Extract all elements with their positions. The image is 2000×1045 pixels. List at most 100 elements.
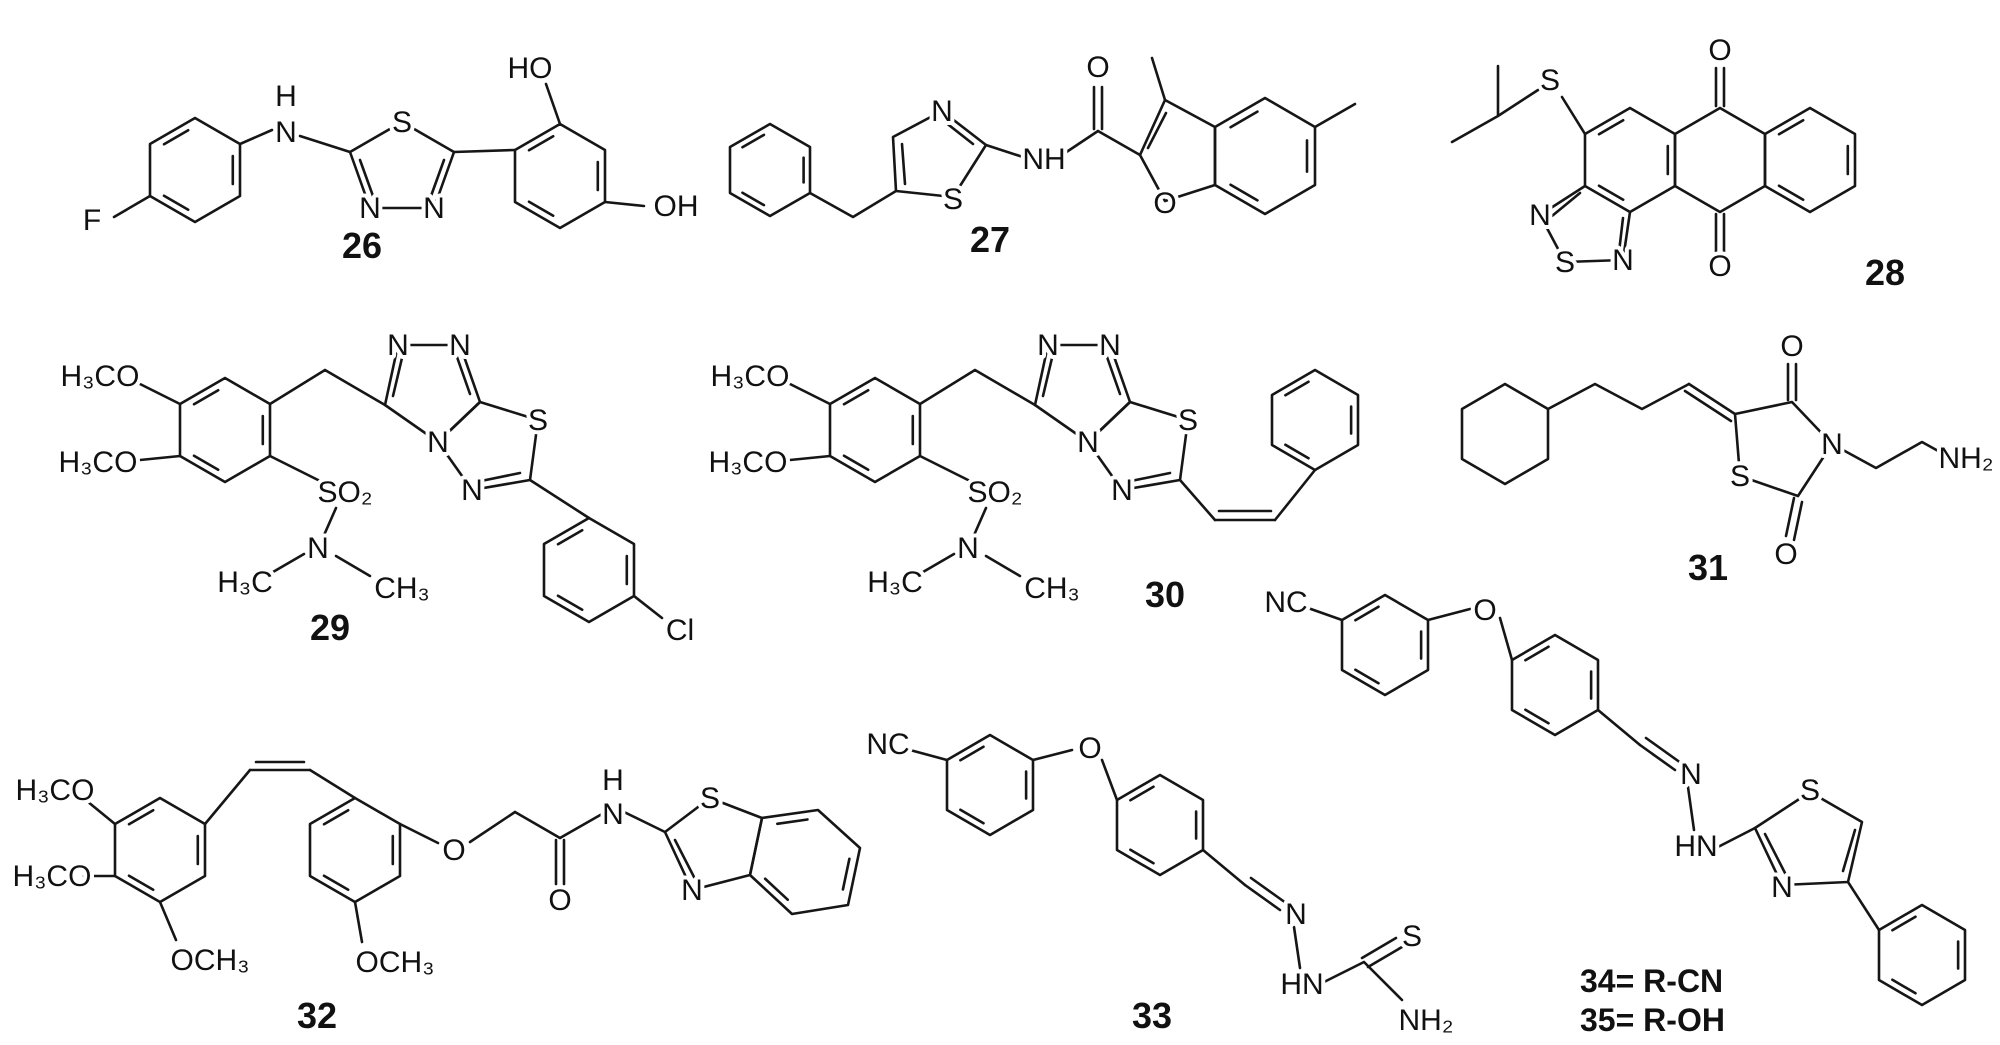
nitrogen-label: N [1111, 474, 1133, 507]
fluorine-label: F [83, 204, 101, 237]
aromatic-inner-bond [127, 874, 155, 892]
amine-h-label: H [275, 80, 297, 113]
sulfonamide-n-label: N [307, 532, 329, 565]
methoxy-label: H₃CO [709, 446, 788, 479]
aromatic-inner-bond [1777, 184, 1805, 202]
phenylene-ring [1510, 633, 1600, 737]
thiazole-ring [1753, 790, 1864, 887]
compound-number-30: 30 [1145, 574, 1185, 615]
methyl-label: H₃C [217, 566, 273, 599]
compound-legend-35: 35= R-OH [1580, 1002, 1725, 1038]
aromatic-inner-bond [1891, 915, 1917, 932]
nitrogen-label: N [449, 329, 471, 362]
compound-number-31: 31 [1688, 547, 1728, 588]
hydroxyl-label: HO [508, 52, 553, 85]
atom-labels: F H N S N N HO OH 26 [79, 48, 703, 270]
aromatic-inner-bond [842, 454, 870, 472]
double-bond-lines [248, 760, 696, 886]
aromatic-inner-bond [741, 133, 766, 149]
nitrogen-label: N [1612, 244, 1634, 277]
aromatic-inner-bond [162, 194, 190, 212]
bridgehead-n-label: N [427, 426, 449, 459]
aromatic-inner-bond [1354, 605, 1380, 622]
atom-labels: H₃CO H₃CO N N N S N SO₂ N H₃C CH₃ 30 [705, 325, 1202, 619]
methoxy-label: H₃CO [13, 860, 92, 893]
bond-network [1450, 64, 1857, 264]
resorcinol-ring [513, 122, 607, 230]
cyanophenyl-ring [945, 733, 1035, 837]
methoxy-label: OCH₃ [356, 946, 435, 979]
sulfonyl-label: SO₂ [318, 476, 373, 509]
single-bonds [808, 56, 1357, 219]
aromatic-inner-bond [1229, 183, 1259, 202]
nitrogen-label: N [423, 192, 445, 225]
aromatic-inner-bond [556, 594, 584, 612]
imine-n-label: N [1285, 898, 1307, 931]
quinone-ring [1673, 106, 1767, 214]
aromatic-inner-bond [1284, 380, 1310, 397]
aromatic-inner-bond [322, 808, 350, 826]
nitrogen-label: N [1529, 199, 1551, 232]
compound-number-26: 26 [342, 225, 382, 266]
double-bond-lines [358, 158, 446, 198]
benzofuran-benzene-ring [1213, 96, 1317, 216]
nitrogen-label: N [461, 474, 483, 507]
compound-legend-34: 34= R-CN [1580, 963, 1723, 999]
methoxy-label: H₃CO [16, 774, 95, 807]
sulfur-label: S [1730, 460, 1750, 493]
aromatic-inner-bond [527, 134, 555, 152]
benzothiazole-benzene-ring [748, 808, 862, 916]
carbonyl-o-label: O [1774, 538, 1797, 571]
carbonyl-o-label: O [548, 884, 571, 917]
phenylene-ring [1115, 773, 1205, 877]
atom-labels: S O O N S N 28 [1525, 30, 1909, 297]
double-bond-lines [1243, 876, 1404, 969]
carbonyl-o-label: O [1086, 51, 1109, 84]
sulfur-label: S [943, 183, 963, 216]
aromatic-inner-bond [127, 808, 155, 826]
quinone-o-bottom-label: O [1708, 250, 1731, 283]
bond-network [112, 82, 646, 230]
atom-labels: NC O N HN S NH₂ 33 [862, 724, 1457, 1041]
thioether-s-label: S [1540, 64, 1560, 97]
aromatic-inner-bond [1597, 184, 1625, 202]
imine-n-label: N [1680, 758, 1702, 791]
aromatic-inner-bond [959, 808, 985, 825]
phenyl-ring [1877, 903, 1967, 1007]
aromatic-inner-bond [776, 818, 809, 826]
nitrogen-label: N [931, 95, 953, 128]
triazole-ring [383, 343, 482, 444]
ether-o-label: O [1473, 594, 1496, 627]
nitrogen-label: N [1037, 329, 1059, 362]
amine-n-label: N [275, 116, 297, 149]
double-bond-lines [1041, 355, 1277, 522]
bond-network [80, 760, 862, 944]
single-bonds [1546, 382, 1942, 470]
compound-number-28: 28 [1865, 252, 1905, 293]
furan-ring [1138, 98, 1217, 203]
methoxy-label: H₃CO [59, 446, 138, 479]
aromatic-inner-bond [556, 528, 584, 546]
nitrogen-label: N [1099, 329, 1121, 362]
aromatic-inner-bond [1129, 785, 1155, 802]
benzene-ring-left [1583, 106, 1677, 214]
compound-number-29: 29 [310, 607, 350, 648]
thiadiazole-ring [1086, 400, 1190, 492]
nitrile-label: NC [866, 728, 909, 761]
carbonyl-o-label: O [1780, 330, 1803, 363]
aromatic-inner-bond [741, 191, 766, 207]
compound-number-32: 32 [297, 995, 337, 1036]
sulfur-label: S [392, 106, 412, 139]
sulfur-label: S [1555, 246, 1575, 279]
aromatic-inner-bond [192, 454, 220, 472]
aromatic-inner-bond [527, 200, 555, 218]
furan-o-label: O [1153, 187, 1176, 220]
aromatic-inner-bond [162, 128, 190, 146]
aromatic-inner-bond [1354, 668, 1380, 685]
compound-number-27: 27 [970, 219, 1010, 260]
bond-network [1460, 362, 1942, 542]
bridgehead-n-label: N [1077, 426, 1099, 459]
single-bonds [1306, 606, 1881, 932]
fluorophenyl-ring [148, 116, 242, 224]
amide-h-label: H [602, 764, 624, 797]
